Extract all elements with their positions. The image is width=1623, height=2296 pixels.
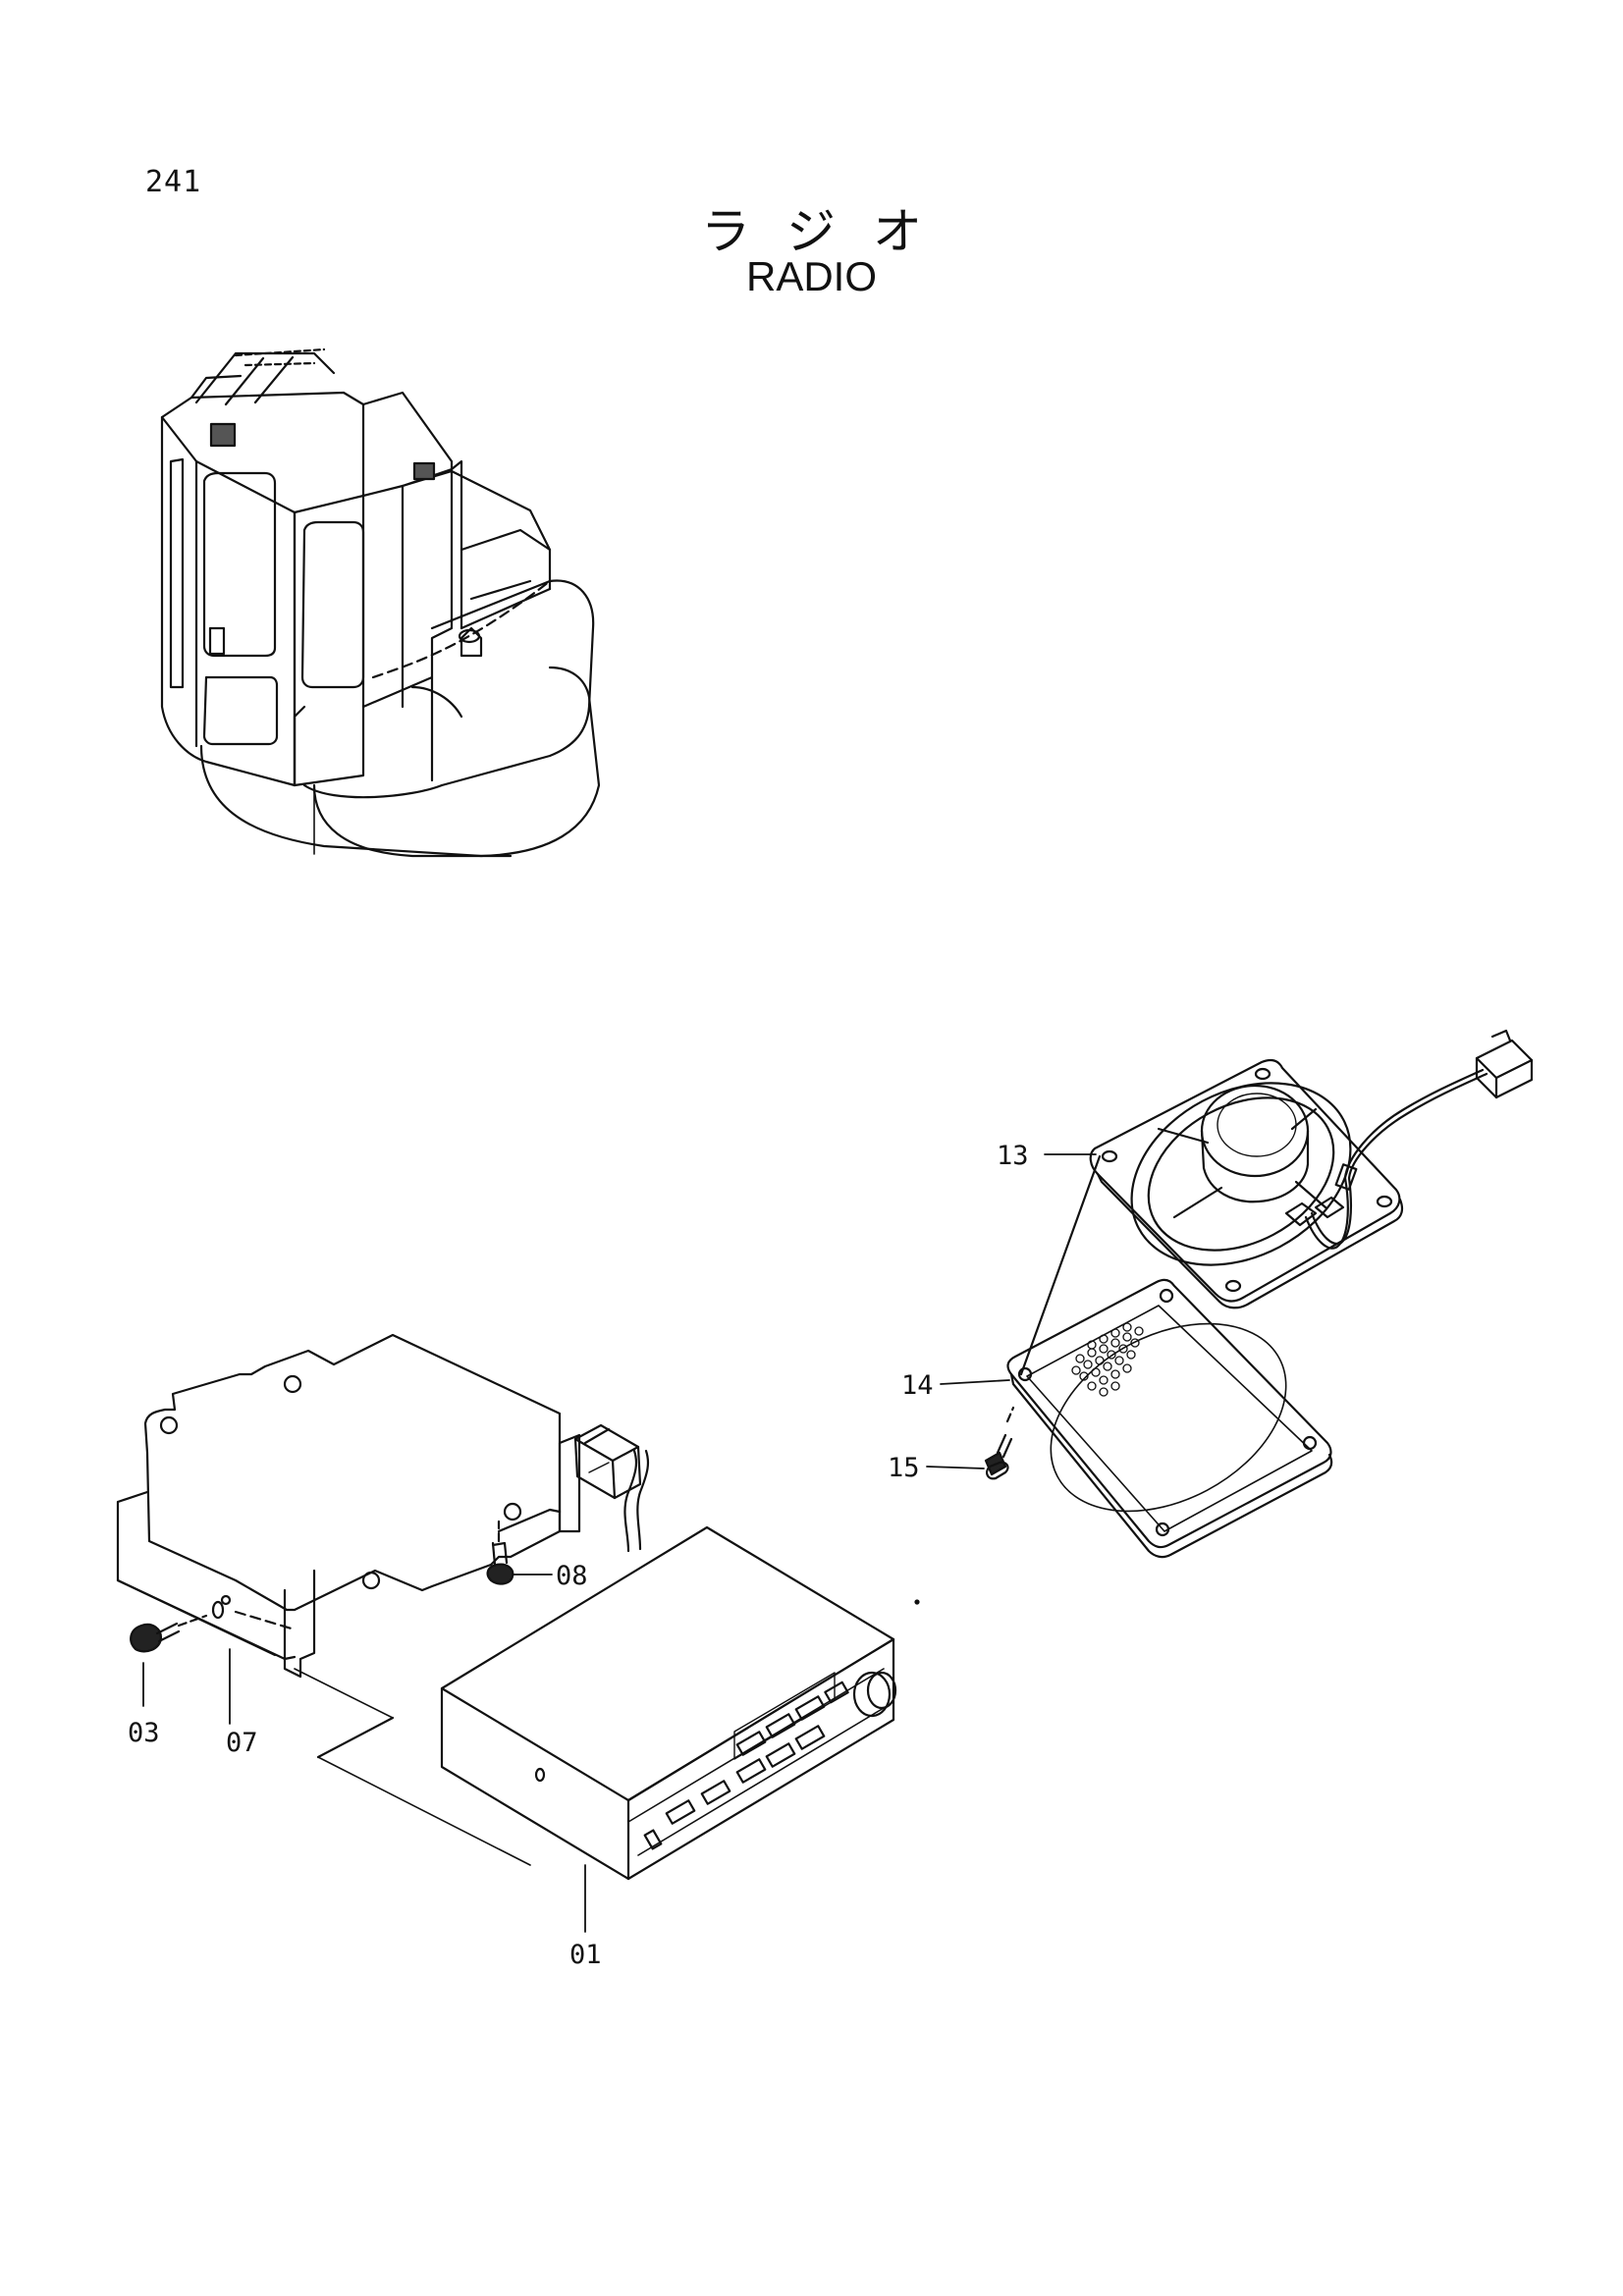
- callout-08: 08: [556, 1561, 588, 1591]
- page-title-english: RADIO: [745, 253, 877, 299]
- callout-14: 14: [901, 1370, 934, 1401]
- callout-01: 01: [569, 1940, 602, 1970]
- callout-07: 07: [226, 1728, 258, 1758]
- cab-overview-illustration: [160, 347, 601, 858]
- callout-15: 15: [888, 1453, 920, 1483]
- page-title-japanese: ラジオ: [701, 203, 959, 260]
- speaker-unit: [1089, 1029, 1534, 1309]
- bolt-03: [130, 1614, 208, 1653]
- speaker-grille: [1006, 1278, 1333, 1559]
- assembly-line-grille-speaker: [1019, 1154, 1102, 1376]
- bolt-08: [486, 1520, 514, 1585]
- page-number: 241: [145, 165, 202, 199]
- screw-15: [984, 1406, 1015, 1480]
- callout-13: 13: [997, 1141, 1029, 1171]
- leader-lines: [142, 1153, 1097, 1933]
- radio-unit: [440, 1423, 897, 1881]
- callout-03: 03: [128, 1718, 160, 1748]
- radio-bracket: [116, 1333, 581, 1866]
- stray-dot: [914, 1599, 920, 1605]
- grille-perforations: [1071, 1322, 1144, 1397]
